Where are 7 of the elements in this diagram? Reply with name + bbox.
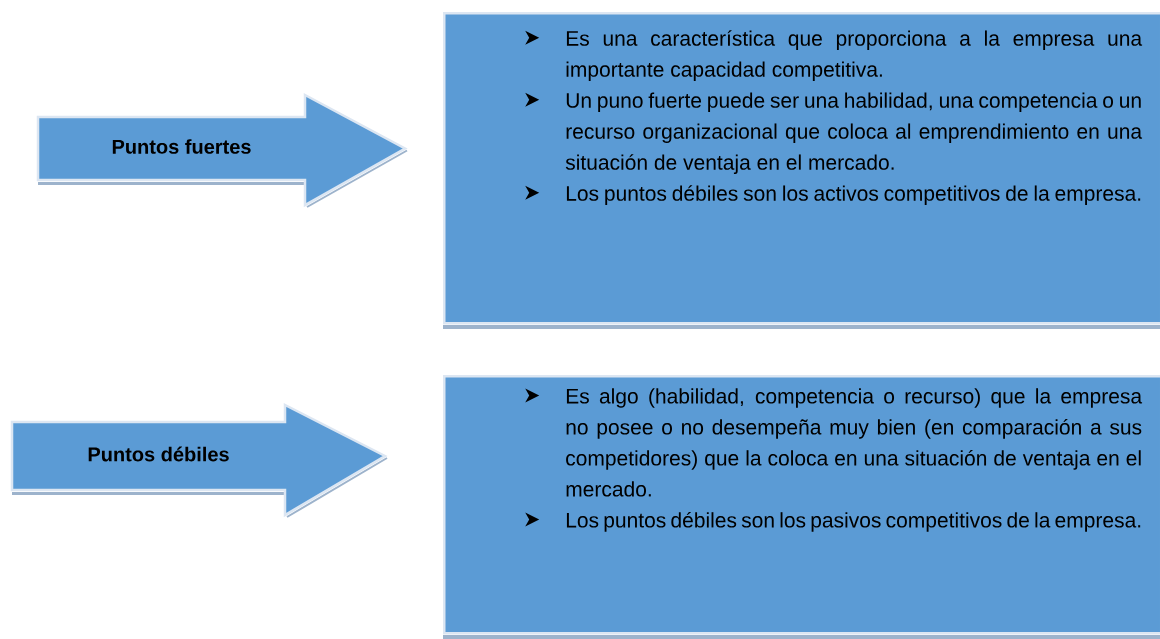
bullet-text: Los puntos débiles son los activos competitivos de la empresa. [566, 185, 1141, 205]
text-box [443, 12, 1160, 329]
bullet-text: Un puno fuerte puede ser una habilidad, una competencia o un recurso organizacional que coloca al emprendimiento en una situación de ventaja en el mercado. [565, 92, 1143, 174]
bullet-text: Es algo (habilidad, competencia o recurso) que la empresa no posee o no desempeña muy bien (en comparación a sus competidores) que la coloca en una situación de ventaja en el mercado. [566, 388, 1143, 497]
text-box [443, 375, 1160, 639]
bullet-text: Los puntos débiles son los pasivos competitivos de la empresa. [566, 511, 1141, 532]
bullet-text: Es una característica que proporciona a la empresa una importante capacidad competitiva. [566, 30, 1143, 81]
